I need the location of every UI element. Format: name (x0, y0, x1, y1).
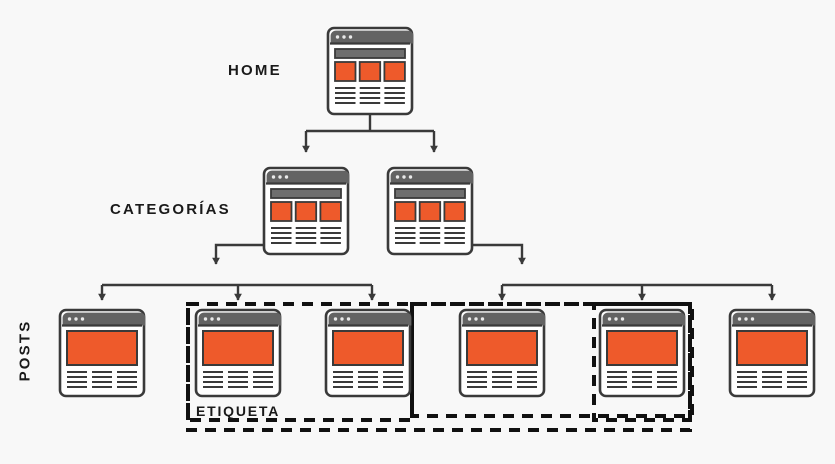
node-post-1[interactable] (58, 308, 146, 398)
node-post-5[interactable] (598, 308, 686, 398)
tag-group-post5-box (592, 302, 692, 422)
node-post-6[interactable] (728, 308, 816, 398)
connector-home-to-categorias (302, 114, 438, 153)
connector-categoria1-to-posts (98, 243, 376, 301)
node-categoria-2[interactable] (386, 166, 474, 256)
tag-group-wide-box (186, 302, 692, 432)
node-post-4[interactable] (458, 308, 546, 398)
node-post-3[interactable] (324, 308, 412, 398)
tag-group-label-etiqueta: ETIQUETA (196, 403, 281, 419)
node-home[interactable] (326, 26, 414, 116)
row-label-posts: POSTS (16, 319, 34, 382)
row-label-categorias: CATEGORÍAS (110, 201, 231, 218)
node-post-2[interactable] (194, 308, 282, 398)
connector-categoria2-to-posts (472, 243, 776, 301)
node-categoria-1[interactable] (262, 166, 350, 256)
tag-group-boxes (186, 302, 694, 432)
row-label-home: HOME (228, 62, 282, 79)
